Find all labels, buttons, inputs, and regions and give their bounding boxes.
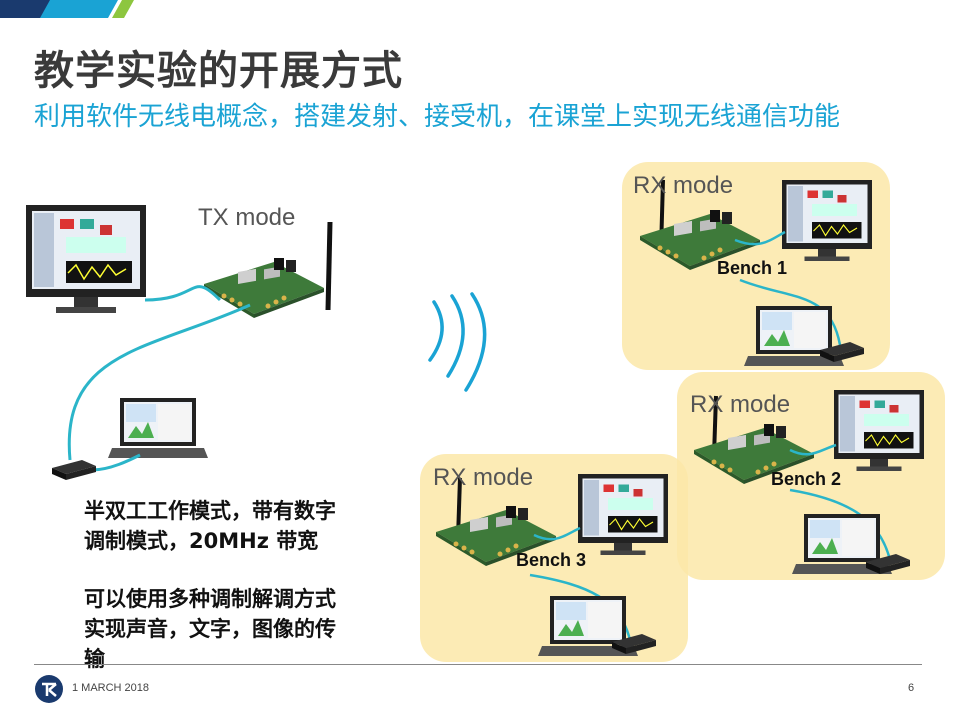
desc-line: 实现声音，文字，图像的传	[84, 617, 336, 641]
bench-3-label: Bench 3	[516, 550, 587, 570]
logo-icon	[35, 675, 63, 703]
tx-usb-device-icon	[52, 460, 96, 480]
desc-line: 半双工工作模式，带有数字	[84, 499, 336, 523]
wireless-waves-icon	[428, 292, 487, 392]
desc-line: 调制模式，20MHz 带宽	[84, 529, 319, 553]
tx-laptop-icon	[108, 398, 208, 458]
desc-line: 可以使用多种调制解调方式	[84, 587, 336, 611]
bench-1-monitor-icon	[781, 179, 873, 262]
tx-mode-label: TX mode	[198, 204, 296, 231]
bench-2-monitor-icon	[833, 389, 925, 472]
slide-title: 教学实验的开展方式	[34, 48, 403, 94]
bench-3-monitor-icon	[577, 473, 669, 556]
rx-mode-label-bench-1: RX mode	[633, 172, 734, 199]
rx-mode-label-bench-2: RX mode	[690, 391, 791, 418]
tx-board-icon	[204, 258, 324, 318]
footer-divider	[34, 664, 922, 665]
tx-antenna-icon	[325, 221, 333, 311]
top-accent-bar	[0, 0, 134, 18]
page-number: 6	[908, 682, 915, 694]
slide-subtitle: 利用软件无线电概念，搭建发射、接受机，在课堂上实现无线通信功能	[34, 102, 841, 132]
bench-2-label: Bench 2	[771, 469, 842, 489]
feature-description-2: 可以使用多种调制解调方式 实现声音，文字，图像的传 输	[84, 584, 336, 674]
feature-description-1: 半双工工作模式，带有数字 调制模式，20MHz 带宽	[84, 496, 336, 556]
rx-mode-label-bench-3: RX mode	[433, 464, 534, 491]
bench-1-label: Bench 1	[717, 258, 788, 278]
tx-monitor-icon	[25, 204, 147, 314]
footer-date: 1 MARCH 2018	[72, 682, 150, 694]
desc-line: 输	[84, 647, 105, 671]
